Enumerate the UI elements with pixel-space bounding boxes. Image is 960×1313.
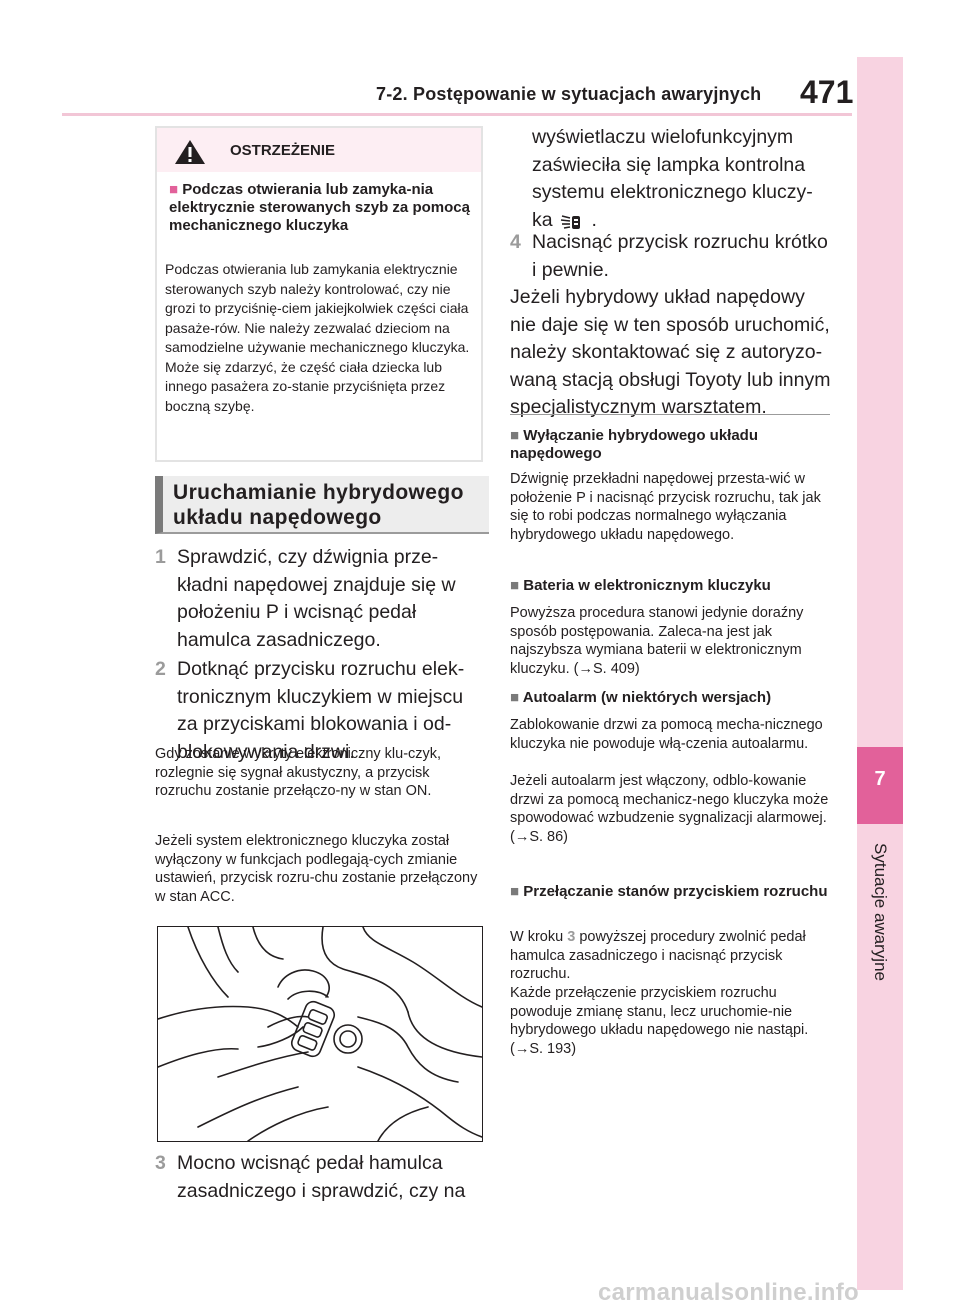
chapter-title-vertical: Sytuacje awaryjne — [860, 832, 900, 992]
step-reference: 3 — [567, 929, 576, 945]
note-buzzer: Gdy zostanie wykryty elektroniczny klu-c… — [155, 746, 442, 799]
warning-body: Podczas otwierania lub zamykania elektry… — [165, 261, 470, 414]
step-number: 1 — [155, 546, 166, 568]
step-number: 3 — [155, 1152, 166, 1174]
running-header-title: 7-2. Postępowanie w sytuacjach awaryjnyc… — [376, 84, 762, 104]
step-number: 4 — [510, 231, 521, 253]
header-divider — [62, 113, 852, 116]
subheading-text: Przełączanie stanów przyciskiem rozruchu — [523, 883, 828, 900]
chapter-sidebar — [857, 57, 903, 1290]
watermark: carmanualsonline.info — [598, 1279, 860, 1306]
section-heading-line2: układu napędowego — [173, 506, 382, 529]
step-3-continued: wyświetlaczu wielofunkcyjnym zaświeciła … — [532, 124, 832, 234]
section-heading: Uruchamianie hybrydowego układu napędowe… — [155, 476, 489, 534]
step-3-continued-text: wyświetlaczu wielofunkcyjnym zaświeciła … — [532, 126, 813, 231]
chapter-tab[interactable] — [857, 747, 903, 824]
right-column-divider — [510, 414, 830, 415]
subheading-battery: ■ Bateria w elektronicznym kluczyku — [510, 577, 830, 595]
chapter-title: Sytuacje awaryjne — [871, 843, 890, 981]
subheading-alarm: ■ Autoalarm (w niektórych wersjach) — [510, 689, 830, 707]
battery-body: Powyższa procedura stanowi jedynie doraź… — [510, 605, 804, 677]
step-text: Nacisnąć przycisk rozruchu krótko i pewn… — [532, 231, 828, 281]
note-acc: Jeżeli system elektronicznego kluczyka z… — [155, 833, 478, 905]
square-bullet-icon: ■ — [510, 577, 520, 594]
warning-triangle-icon — [175, 140, 205, 164]
alarm-body: Zablokowanie drzwi za pomocą mecha-niczn… — [510, 717, 823, 752]
subheading-text: Autoalarm (w niektórych wersjach) — [522, 689, 772, 706]
smart-key-indicator-icon — [560, 215, 581, 230]
step-4: 4 Nacisnąć przycisk rozruchu krótko i pe… — [510, 229, 840, 285]
step-3: 3 Mocno wcisnąć pedał hamulca zasadnicze… — [155, 1150, 485, 1206]
page-number: 471 — [800, 74, 854, 110]
square-bullet-icon: ■ — [169, 181, 179, 198]
alarm-body-2: Jeżeli autoalarm jest włączony, odblo-ko… — [510, 773, 829, 845]
square-bullet-icon: ■ — [510, 427, 520, 444]
warning-subheading: ■ Podczas otwierania lub zamyka-nia elek… — [169, 181, 474, 235]
square-bullet-icon: ■ — [510, 883, 520, 900]
body-text: powyższej procedury zwolnić pedał hamulc… — [510, 929, 806, 982]
subheading-text: Bateria w elektronicznym kluczyku — [523, 577, 771, 594]
step-text: Mocno wcisnąć pedał hamulca zasadniczego… — [177, 1152, 466, 1202]
step-1: 1 Sprawdzić, czy dźwignia prze-kładni na… — [155, 544, 485, 656]
start-button-modes-body-2: Każde przełączenie przyciskiem rozruchu … — [510, 985, 809, 1057]
warning-header: OSTRZEŻENIE — [157, 128, 481, 172]
section-heading-line1: Uruchamianie hybrydowego — [173, 481, 464, 504]
section-heading-text: Uruchamianie hybrydowego układu napędowe… — [173, 480, 464, 530]
step-2: 2 Dotknąć przycisku rozruchu elek-tronic… — [155, 656, 485, 768]
start-button-modes-body: W kroku 3 powyższej procedury zwolnić pe… — [510, 928, 835, 984]
shutdown-body: Dźwignię przekładni napędowej przesta-wi… — [510, 471, 821, 543]
step-number: 2 — [155, 658, 166, 680]
chapter-number: 7 — [874, 768, 886, 790]
warning-box: OSTRZEŻENIE ■ Podczas otwierania lub zam… — [155, 126, 483, 462]
subheading-text: Wyłączanie hybrydowego układu napędowego — [510, 427, 759, 462]
step-3-end: . — [591, 208, 597, 231]
step-text: Dotknąć przycisku rozruchu elek-troniczn… — [177, 658, 465, 763]
warning-subheading-text: Podczas otwierania lub zamyka-nia elektr… — [169, 181, 470, 234]
square-bullet-icon: ■ — [510, 689, 520, 706]
subheading-start-button-modes: ■ Przełączanie stanów przyciskiem rozruc… — [510, 883, 830, 901]
subheading-shutdown: ■ Wyłączanie hybrydowego układu napędowe… — [510, 427, 830, 463]
failure-note: Jeżeli hybrydowy układ napędowy nie daje… — [510, 286, 831, 418]
body-text: W kroku — [510, 929, 564, 945]
warning-title: OSTRZEŻENIE — [230, 142, 336, 159]
step-text: Sprawdzić, czy dźwignia prze-kładni napę… — [177, 546, 456, 651]
start-button-key-illustration — [157, 926, 483, 1142]
